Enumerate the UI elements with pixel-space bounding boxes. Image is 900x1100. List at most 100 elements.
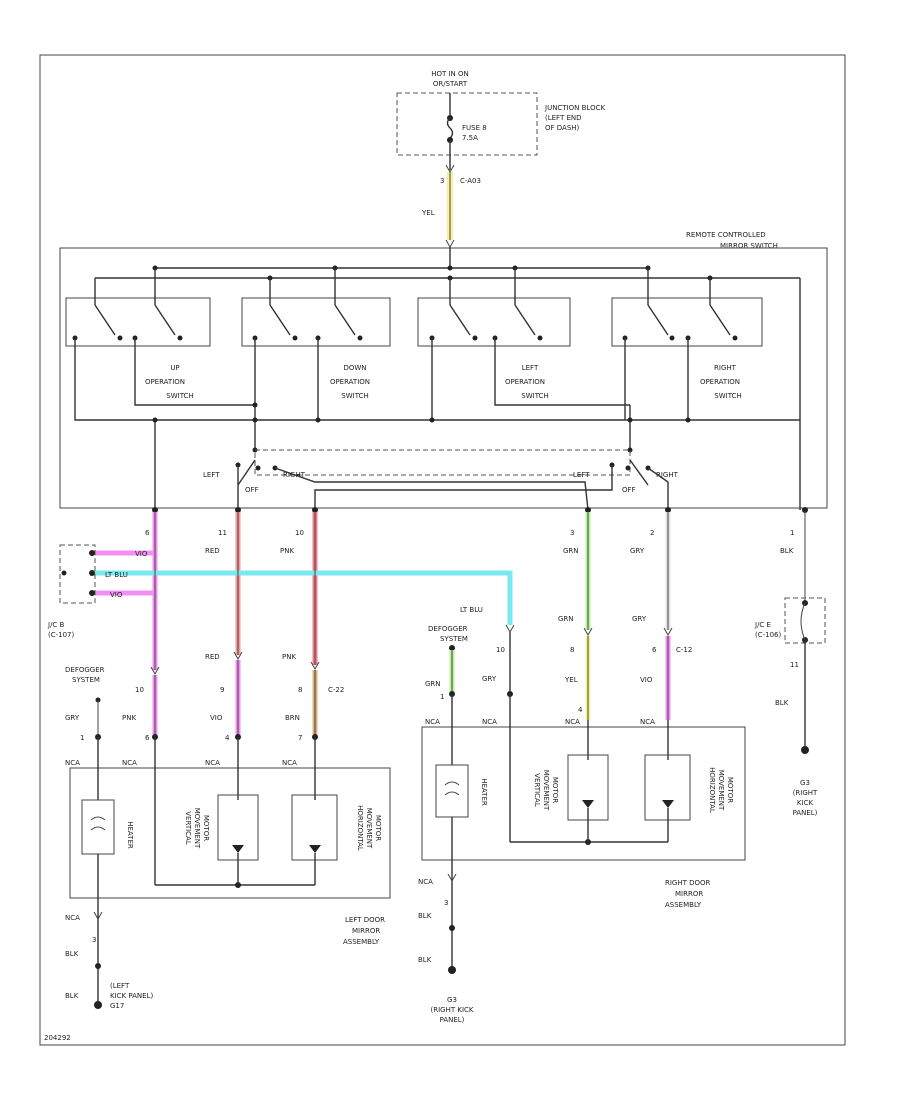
left-wire-brn: BRN: [285, 714, 300, 722]
left-conn: C-22: [328, 686, 344, 694]
left-pin7: 7: [298, 734, 302, 742]
wire-ltblu: [90, 570, 513, 625]
left-horiz-1: HORIZONTAL: [356, 805, 364, 851]
diagram-code: 204292: [44, 1034, 71, 1042]
right-defog-2: SYSTEM: [440, 635, 468, 643]
up-switch-label-2: OPERATION: [145, 378, 185, 386]
pin-6: 6: [145, 529, 150, 537]
right-defog-1: DEFOGGER: [428, 625, 468, 633]
right-nca4: NCA: [640, 718, 655, 726]
left-nca4: NCA: [282, 759, 297, 767]
right-blk1: BLK: [418, 912, 432, 920]
hot-label-2: OR/START: [433, 80, 468, 88]
right-gnd-1: G3: [447, 996, 457, 1004]
wire-grn-label: GRN: [563, 547, 579, 555]
left-gnd-1: (LEFT: [110, 982, 130, 990]
junction-label-1: JUNCTION BLOCK: [544, 104, 605, 112]
sel2-off: OFF: [622, 486, 636, 494]
down-switch-label-2: OPERATION: [330, 378, 370, 386]
left-pin10: 10: [135, 686, 144, 694]
selector-link: [254, 449, 631, 476]
left-vert-motor-symbol: [232, 845, 244, 853]
jc-e-wire: BLK: [775, 699, 789, 707]
right-gry: GRY: [482, 675, 497, 683]
left-nca3: NCA: [205, 759, 220, 767]
up-switch-label-3: SWITCH: [166, 392, 193, 400]
left-wire-pnk: PNK: [282, 653, 296, 661]
right-yel: YEL: [564, 676, 578, 684]
left-horiz-2: MOVEMENT: [365, 808, 373, 849]
right-vert-1: VERTICAL: [533, 773, 541, 807]
switch-title-2: MIRROR SWITCH: [720, 242, 778, 250]
left-nca2: NCA: [122, 759, 137, 767]
left-defog-2: SYSTEM: [72, 676, 100, 684]
left-gnd-2: KICK PANEL): [110, 992, 153, 1000]
right-gnd-3: PANEL): [440, 1016, 465, 1024]
left-switch-box: [417, 297, 571, 347]
right-pin4: 4: [578, 706, 583, 714]
right-nca3: NCA: [565, 718, 580, 726]
pin-3: 3: [570, 529, 574, 537]
wire-ltblu-label: LT BLU: [105, 571, 128, 579]
pin-11: 11: [218, 529, 227, 537]
right-horiz-motor-symbol: [662, 800, 674, 808]
left-defog-1: DEFOGGER: [65, 666, 105, 674]
right-switch-label-2: OPERATION: [700, 378, 740, 386]
pin-1: 1: [790, 529, 794, 537]
left-wire-pnk2: PNK: [122, 714, 136, 722]
right-gry2: GRY: [632, 615, 647, 623]
right-grn2: GRN: [558, 615, 574, 623]
down-switch-box: [241, 297, 391, 347]
right-switch-box: [611, 297, 763, 347]
right-ltblu: LT BLU: [460, 606, 483, 614]
junction-block: [396, 92, 538, 156]
left-vert-3: MOTOR: [202, 815, 210, 841]
right-asm-1: RIGHT DOOR: [665, 879, 711, 887]
gnd-r-2: (RIGHT: [793, 789, 818, 797]
right-pin6: 6: [652, 646, 657, 654]
left-pin1: 1: [80, 734, 84, 742]
fuse-label-1: FUSE 8: [462, 124, 487, 132]
left-switch-label-2: OPERATION: [505, 378, 545, 386]
right-pin10: 10: [496, 646, 505, 654]
ground-g3: [448, 966, 456, 974]
right-nca-bottom: NCA: [418, 878, 433, 886]
left-pin8: 8: [298, 686, 302, 694]
jc-e-pin: 11: [790, 661, 799, 669]
left-asm-1: LEFT DOOR: [345, 916, 385, 924]
left-wire-vio: VIO: [210, 714, 223, 722]
fuse-symbol: [446, 117, 454, 139]
jc-b-label-1: J/C B: [47, 621, 65, 629]
switch-title-1: REMOTE CONTROLLED: [686, 231, 766, 239]
left-pin9: 9: [220, 686, 224, 694]
left-pin-bottom: 3: [92, 936, 96, 944]
right-pin1: 1: [440, 693, 444, 701]
right-heater: [435, 764, 469, 818]
mirror-switch-housing: [59, 247, 828, 509]
left-horiz-3: MOTOR: [374, 815, 382, 841]
pin-10: 10: [295, 529, 304, 537]
left-nca-bottom: NCA: [65, 914, 80, 922]
right-mirror-assembly: [421, 726, 746, 861]
right-vert-2: MOVEMENT: [542, 770, 550, 811]
hot-label-1: HOT IN ON: [431, 70, 469, 78]
right-blk2: BLK: [418, 956, 432, 964]
wire-vio2-label: VIO: [110, 591, 123, 599]
right-asm-2: MIRROR: [675, 890, 703, 898]
left-mirror-assembly: [69, 767, 391, 899]
jc-e-label-1: J/C E: [754, 621, 771, 629]
left-horiz-motor-symbol: [309, 845, 321, 853]
pin-2: 2: [650, 529, 654, 537]
left-asm-3: ASSEMBLY: [343, 938, 380, 946]
down-switch-label-1: DOWN: [343, 364, 366, 372]
jc-b-box: [59, 544, 96, 604]
gnd-r-1: G3: [800, 779, 810, 787]
jc-e-label-2: (C-106): [755, 631, 782, 639]
left-pin6: 6: [145, 734, 150, 742]
sel1-off: OFF: [245, 486, 259, 494]
left-gnd-3: G17: [110, 1002, 124, 1010]
sel1-left: LEFT: [203, 471, 220, 479]
left-vert-1: VERTICAL: [184, 811, 192, 845]
right-vert-3: MOTOR: [551, 777, 559, 803]
